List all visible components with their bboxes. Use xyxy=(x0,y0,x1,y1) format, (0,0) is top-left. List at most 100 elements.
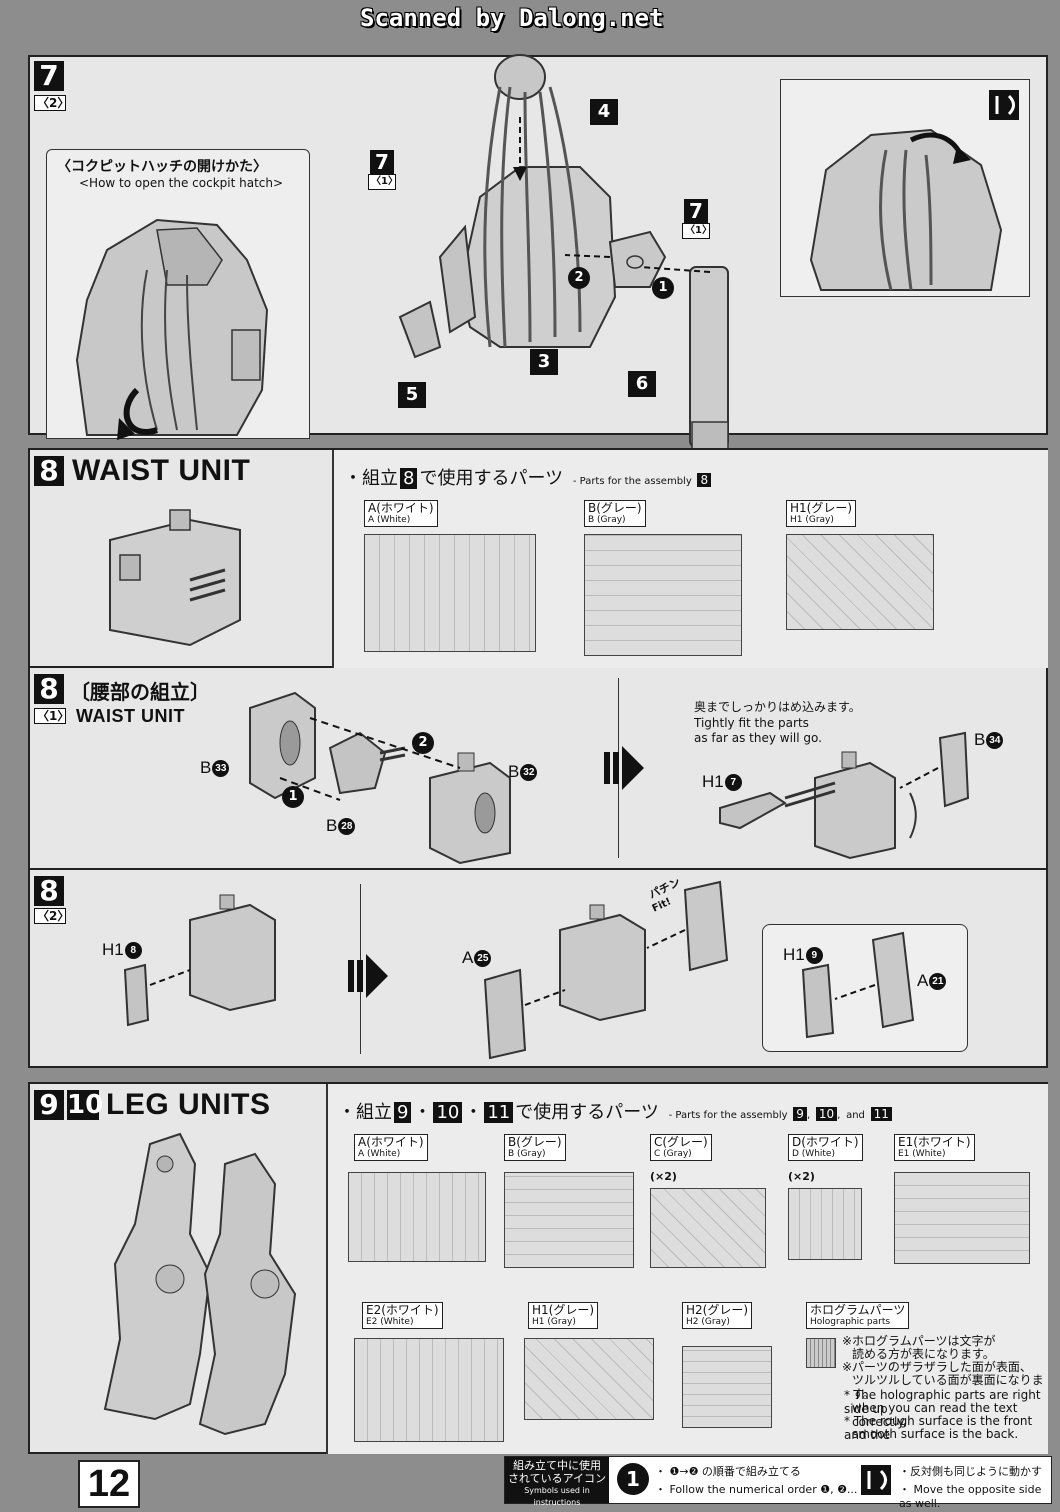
leg-piece-figure xyxy=(564,230,729,453)
step8-1-title-en: WAIST UNIT xyxy=(76,706,185,726)
leg-units-figure xyxy=(103,1132,297,1436)
symbol-legend: 組み立て中に使用 されているアイコン Symbols used in instr… xyxy=(504,1456,1052,1510)
leg-runner-label-e2: E2(ホワイト)E2 (White) xyxy=(362,1302,443,1329)
leg-runner-label-b: B(グレー)B (Gray) xyxy=(504,1134,566,1161)
callout-4: 4 xyxy=(590,99,618,125)
leg-runner-d xyxy=(788,1188,862,1260)
upper-body-figure xyxy=(809,128,1003,291)
order-1: 1 xyxy=(652,277,674,299)
leg-runner-h1 xyxy=(524,1338,654,1420)
ref-7-1-right: 7 xyxy=(684,199,708,223)
step8-2-right-figure xyxy=(483,880,729,1060)
step7-sub: 〈2〉 xyxy=(34,95,69,111)
step8-title: WAIST UNIT xyxy=(72,454,251,487)
step8-1-order-2: 2 xyxy=(412,732,434,754)
step8-1-assembly-figure xyxy=(249,691,511,865)
holo-note1-en: * The holographic parts are right side u… xyxy=(844,1388,1041,1416)
ref-7-1-right-sub: 〈1〉 xyxy=(682,223,712,239)
holo-note1b-en: when you can read the text correctly. xyxy=(852,1401,1018,1429)
step8-1-order-1: 1 xyxy=(282,786,304,808)
big-arrow-icon-2 xyxy=(348,954,388,998)
runner-h1 xyxy=(786,534,934,630)
scanner-credit: Scanned by Dalong.net xyxy=(360,4,664,32)
legend-title: 組み立て中に使用 されているアイコン Symbols used in instr… xyxy=(505,1457,609,1507)
step8-2-sub: 〈2〉 xyxy=(34,908,69,924)
step8-1-number: 8 xyxy=(34,674,64,704)
fit-note-en1: Tightly fit the parts xyxy=(694,716,809,730)
hatch-title-jp: 〈コクピットハッチの開けかた〉 xyxy=(57,159,267,175)
parts-heading-en: - Parts for the assembly xyxy=(572,476,692,487)
leg-runner-b xyxy=(504,1172,634,1268)
holo-note1-jp: ※ホログラムパーツは文字が xyxy=(842,1334,996,1348)
holo-note2b-en: smooth surface is the back. xyxy=(852,1427,1019,1441)
step8-1-sub: 〈1〉 xyxy=(34,708,69,724)
parts-heading-jp2: で使用するパーツ xyxy=(419,468,564,489)
parts-heading-jp: ・組立 xyxy=(344,468,398,489)
leg-runner-label-e1: E1(ホワイト)E1 (White) xyxy=(894,1134,975,1161)
step7-number: 7 xyxy=(34,61,64,91)
callout-5: 5 xyxy=(398,382,426,408)
opposite-side-icon xyxy=(861,1465,891,1495)
fit-note-en2: as far as they will go. xyxy=(694,731,822,745)
big-arrow-icon xyxy=(604,746,644,790)
order-desc-jp: ・ ❶→❷ の順番で組み立てる xyxy=(655,1465,801,1478)
leg-runner-qty-d: (×2) xyxy=(788,1170,815,1183)
opposite-icon xyxy=(989,90,1019,120)
page-number: 12 xyxy=(78,1460,140,1508)
waist-unit-figure xyxy=(109,509,241,647)
holo-note2-en: * The rough surface is the front and the xyxy=(844,1414,1033,1442)
step8-2-number: 8 xyxy=(34,876,64,906)
callout-3: 3 xyxy=(530,349,558,375)
step7-panel: 7 〈2〉 〈コクピットハッチの開けかた〉 <How to open the c… xyxy=(28,54,1048,453)
holo-note2b-jp: ツルツルしている面が裏面になります。 xyxy=(852,1373,1044,1401)
main-body-figure xyxy=(398,54,617,359)
opposite-desc-en: ・ Move the opposite side as well. xyxy=(899,1483,1042,1510)
step8-2-inset-figure xyxy=(801,931,915,1039)
runner-label-h1: H1(グレー)H1 (Gray) xyxy=(786,500,857,527)
leg-runner-label-a: A(ホワイト)A (White) xyxy=(354,1134,428,1161)
step8-number: 8 xyxy=(34,456,64,486)
runner-a xyxy=(364,534,536,652)
leg-runner-a xyxy=(348,1172,486,1262)
holo-note2-jp: ※パーツのザラザラした面が表面、 xyxy=(842,1360,1032,1374)
holo-sticker xyxy=(806,1338,836,1368)
opposite-desc-jp: ・反対側も同じように動かす xyxy=(899,1465,1042,1478)
leg-runner-e1 xyxy=(894,1172,1030,1264)
opposite-side-inset xyxy=(780,79,1030,297)
parts-heading-num: 8 xyxy=(400,468,418,489)
runner-label-b: B(グレー)B (Gray) xyxy=(584,500,646,527)
leg-runner-c xyxy=(650,1188,766,1268)
leg-runner-qty-c: (×2) xyxy=(650,1170,677,1183)
fit-note-jp: 奥までしっかりはめ込みます。 xyxy=(694,700,861,714)
order-icon: 1 xyxy=(617,1463,649,1495)
hatch-title-en: <How to open the cockpit hatch> xyxy=(79,176,284,190)
step8-1-result-figure xyxy=(719,731,970,860)
runner-label-a: A(ホワイト)A (White) xyxy=(364,500,438,527)
leg-runner-e2 xyxy=(354,1338,504,1442)
step8-2-left-figure xyxy=(123,894,276,1027)
step8-1-title-jp: 〔腰部の組立〕 xyxy=(70,680,210,704)
step9-number-b: 10 xyxy=(67,1090,104,1120)
leg-runner-label-h2: H2(グレー)H2 (Gray) xyxy=(682,1302,753,1329)
parts-heading-en-num: 8 xyxy=(697,473,712,487)
ref-7-1-left: 7 xyxy=(370,150,394,174)
ref-7-1-left-sub: 〈1〉 xyxy=(368,174,398,190)
order-desc-en: ・ Follow the numerical order ❶, ❷... xyxy=(655,1483,858,1496)
